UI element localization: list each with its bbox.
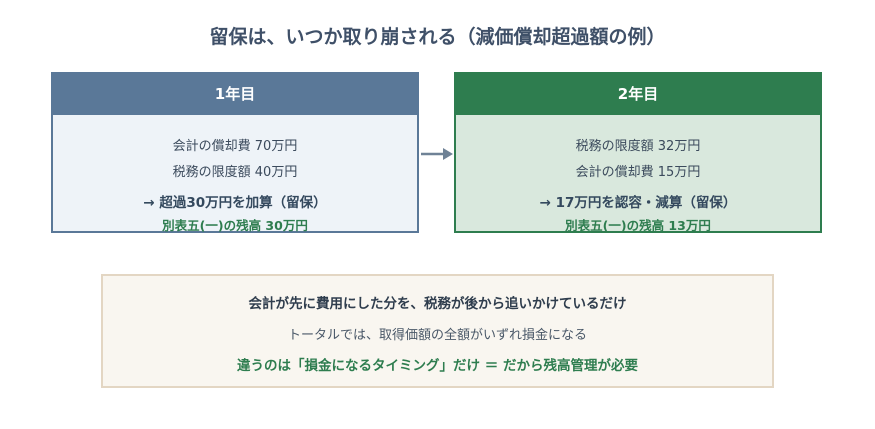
year1-box: 1年目 会計の償却費 70万円 税務の限度額 40万円 → 超過30万円を加算（… xyxy=(51,72,419,233)
summary-line-2: トータルでは、取得価額の全額がいずれ損金になる xyxy=(287,328,587,343)
year1-action: → 超過30万円を加算（留保） xyxy=(143,195,327,211)
year2-action: → 17万円を認容・減算（留保） xyxy=(539,195,737,211)
summary-box: 会計が先に費用にした分を、税務が後から追いかけているだけ トータルでは、取得価額… xyxy=(101,274,774,388)
diagram-title: 留保は、いつか取り崩される（減価償却超過額の例） xyxy=(209,26,666,48)
summary-line-1: 会計が先に費用にした分を、税務が後から追いかけているだけ xyxy=(248,296,627,312)
arrow-right-icon xyxy=(421,148,453,160)
year1-header: 1年目 xyxy=(53,74,417,115)
year2-accounting-depreciation: 会計の償却費 15万円 xyxy=(575,165,701,180)
year2-header: 2年目 xyxy=(456,74,820,115)
year2-box: 2年目 税務の限度額 32万円 会計の償却費 15万円 → 17万円を認容・減算… xyxy=(454,72,822,233)
summary-line-3: 違うのは「損金になるタイミング」だけ ＝ だから残高管理が必要 xyxy=(237,358,638,374)
year1-accounting-depreciation: 会計の償却費 70万円 xyxy=(172,139,298,154)
year1-balance: 別表五(一)の残高 30万円 xyxy=(162,218,308,233)
year1-tax-limit: 税務の限度額 40万円 xyxy=(172,165,298,180)
year2-tax-limit: 税務の限度額 32万円 xyxy=(575,139,701,154)
year2-balance: 別表五(一)の残高 13万円 xyxy=(565,218,711,233)
